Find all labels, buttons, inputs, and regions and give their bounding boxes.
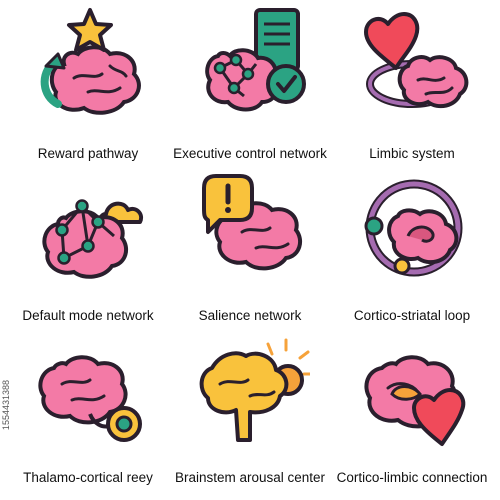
executive-control-icon: [205, 8, 306, 112]
tile-label: Reward pathway: [37, 146, 139, 161]
tile-label: Cortico-striatal loop: [353, 308, 471, 323]
reward-pathway-icon: [40, 8, 141, 115]
tile-label: Brainstem arousal center: [174, 470, 326, 485]
tile-executive-control: Executive control network: [170, 0, 330, 161]
cortico-striatal-icon: [364, 179, 463, 277]
tile-limbic-system: Limbic system: [332, 0, 492, 161]
tile-salience-network: Salience network: [170, 162, 330, 323]
tile-cortico-limbic: Cortico-limbic connection: [332, 324, 492, 485]
tile-label: Cortico-limbic connection: [336, 470, 488, 485]
tile-label: Salience network: [198, 308, 302, 323]
tile-brainstem-arousal: Brainstem arousal center: [170, 324, 330, 485]
tile-reward-pathway: Reward pathway: [8, 0, 168, 161]
limbic-system-icon: [364, 12, 469, 109]
cortico-limbic-icon: [364, 355, 466, 446]
stock-id-text: 1554431388: [1, 380, 11, 431]
default-mode-icon: [42, 199, 143, 279]
tile-label: Thalamo-cortical reey: [23, 470, 153, 485]
tile-label: Default mode network: [22, 308, 154, 323]
salience-network-icon: [202, 174, 303, 271]
tile-label: Executive control network: [173, 146, 327, 161]
thalamo-cortical-icon: [38, 355, 142, 442]
tile-thalamo-cortical: Thalamo-cortical reey: [8, 324, 168, 485]
tile-label: Limbic system: [369, 146, 455, 161]
brainstem-arousal-icon: [199, 338, 310, 442]
tile-cortico-striatal: Cortico-striatal loop: [332, 162, 492, 323]
tile-default-mode: Default mode network: [8, 162, 168, 323]
